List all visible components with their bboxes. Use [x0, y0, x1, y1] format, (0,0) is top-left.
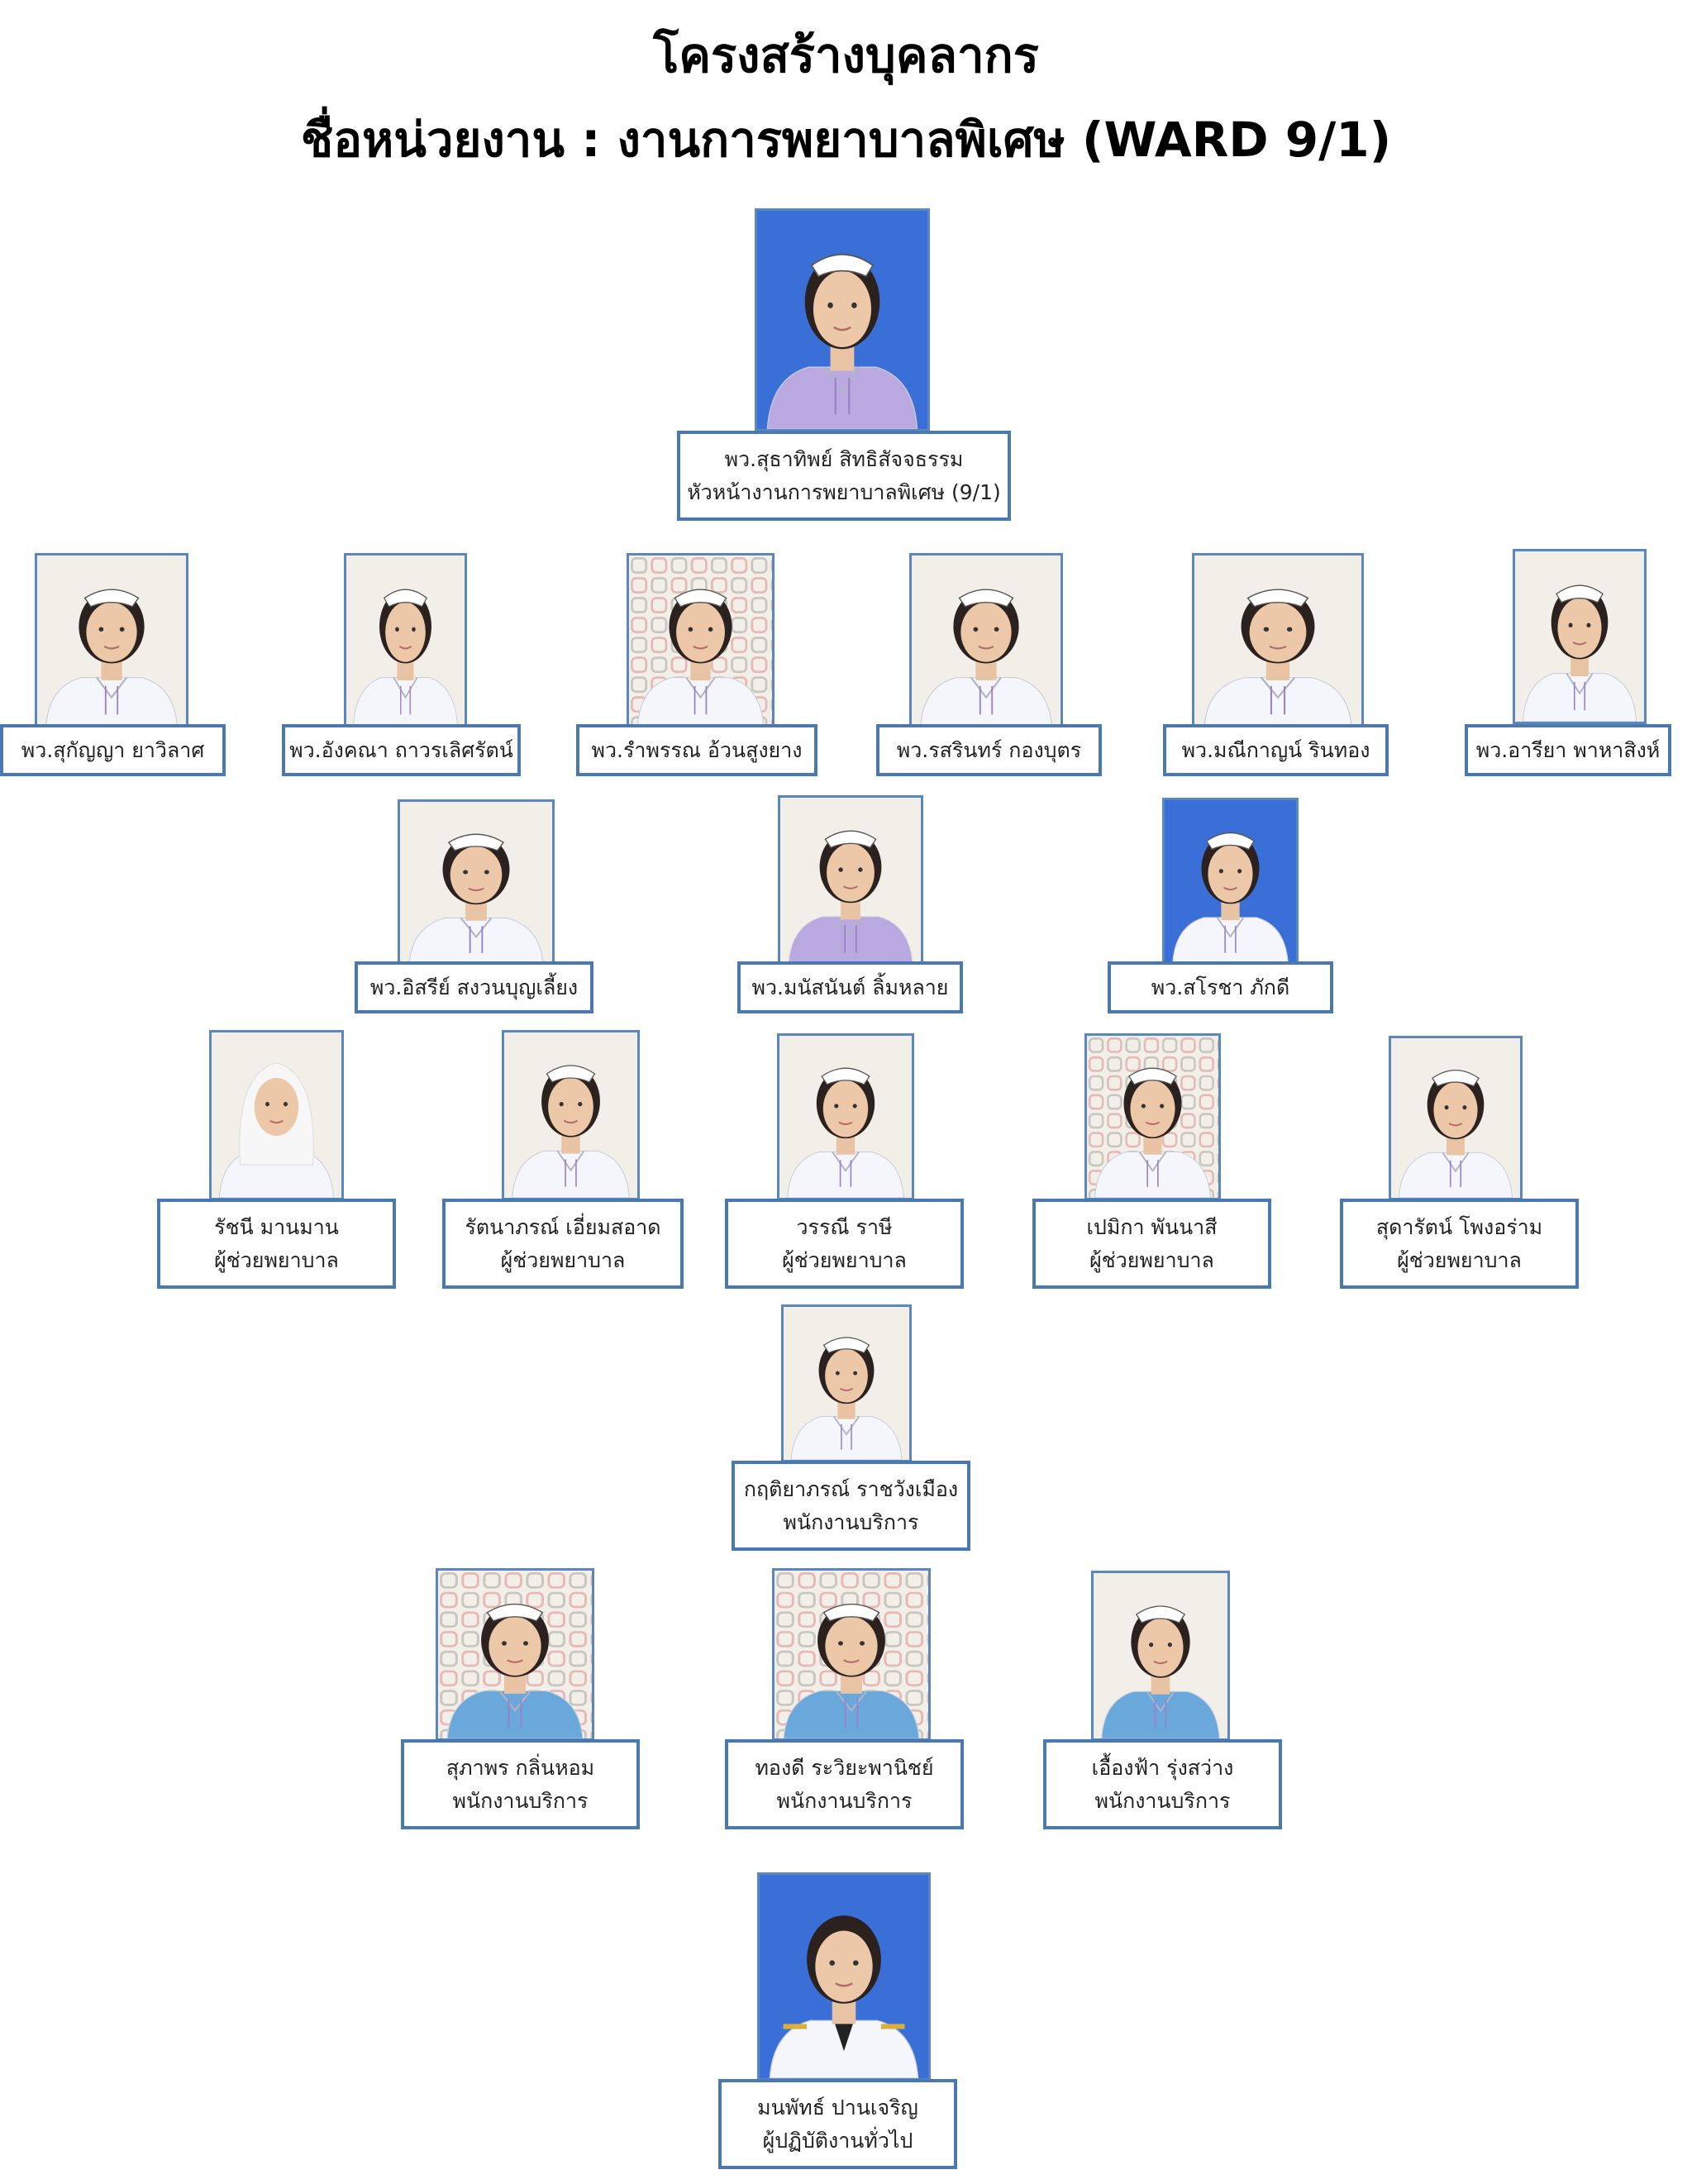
card-na1: รัชนี มานมาน ผู้ช่วยพยาบาล	[157, 1199, 396, 1289]
person-name: พว.รสรินทร์ กองบุตร	[896, 737, 1082, 762]
person-name: พว.อารียา พาหาสิงห์	[1475, 737, 1661, 762]
person-name: รัชนี มานมาน	[214, 1214, 339, 1239]
person-name: พว.อิสรีย์ สงวนบุญเลี้ยง	[369, 975, 579, 999]
photo-rn3	[627, 553, 775, 728]
person-name: สุดารัตน์ โพงอร่าม	[1375, 1214, 1543, 1239]
photo-na5	[1389, 1036, 1523, 1200]
photo-rn6	[1513, 549, 1647, 724]
page-title: โครงสร้างบุคลากร	[653, 27, 1039, 83]
card-na3: วรรณี ราษี ผู้ช่วยพยาบาล	[725, 1199, 964, 1289]
portrait-graphic	[504, 1032, 637, 1198]
person-name: พว.สโรชา ภักดี	[1151, 975, 1290, 999]
card-rn8: พว.มนัสนันต์ ลิ้มหลาย	[737, 961, 963, 1013]
photo-na3	[777, 1033, 914, 1200]
portrait-graphic	[37, 556, 186, 726]
card-sw2: สุภาพร กลิ่นหอม พนักงานบริการ	[401, 1739, 640, 1829]
person-name: พว.สุกัญญา ยาวิลาศ	[21, 737, 205, 762]
card-na2: รัตนาภรณ์ เอี่ยมสอาด ผู้ช่วยพยาบาล	[442, 1199, 684, 1289]
photo-rn9	[1162, 798, 1299, 966]
person-role: พนักงานบริการ	[783, 1509, 919, 1534]
photo-sw2	[436, 1568, 594, 1741]
portrait-graphic	[1165, 800, 1296, 964]
portrait-graphic	[212, 1032, 341, 1198]
unit-name-heading: ชื่อหน่วยงาน : งานการพยาบาลพิเศษ (WARD 9…	[300, 112, 1392, 168]
person-name: มนพัทธ์ ปานเจริญ	[757, 2095, 918, 2120]
card-rn7: พว.อิสรีย์ สงวนบุญเลี้ยง	[355, 961, 593, 1013]
photo-sw1	[781, 1304, 912, 1462]
person-name: พว.มนัสนันต์ ลิ้มหลาย	[751, 975, 949, 999]
person-name: กฤติยาภรณ์ ราชวังเมือง	[743, 1476, 959, 1501]
photo-na4	[1084, 1033, 1221, 1200]
person-role: ผู้ช่วยพยาบาล	[1089, 1247, 1214, 1272]
photo-na2	[502, 1030, 640, 1200]
person-name: สุภาพร กลิ่นหอม	[446, 1755, 595, 1780]
person-name: เปมิกา พันนาสี	[1086, 1214, 1218, 1239]
portrait-graphic	[784, 1307, 909, 1460]
photo-rn2	[344, 553, 467, 728]
portrait-graphic	[912, 556, 1060, 726]
photo-rn7	[398, 799, 555, 966]
portrait-graphic	[438, 1571, 592, 1738]
portrait-graphic	[780, 798, 921, 964]
photo-gen1	[757, 1872, 931, 2081]
portrait-graphic	[1087, 1036, 1218, 1198]
card-rn1: พว.สุกัญญา ยาวิลาศ	[0, 724, 226, 776]
photo-rn8	[778, 795, 923, 966]
portrait-graphic	[1094, 1573, 1227, 1738]
card-rn4: พว.รสรินทร์ กองบุตร	[876, 724, 1102, 776]
card-na4: เปมิกา พันนาสี ผู้ช่วยพยาบาล	[1032, 1199, 1271, 1289]
photo-sw4	[1091, 1571, 1230, 1741]
photo-rn5	[1192, 553, 1364, 728]
person-role: พนักงานบริการ	[452, 1788, 589, 1813]
person-name: รัตนาภรณ์ เอี่ยมสอาด	[465, 1214, 661, 1239]
portrait-graphic	[1515, 551, 1644, 722]
card-na5: สุดารัตน์ โพงอร่าม ผู้ช่วยพยาบาล	[1340, 1199, 1579, 1289]
person-name: เอื้องฟ้า รุ่งสว่าง	[1091, 1755, 1234, 1780]
photo-na1	[209, 1030, 344, 1200]
person-name: วรรณี ราษี	[796, 1214, 893, 1239]
person-role: ผู้ปฏิบัติงานทั่วไป	[762, 2128, 913, 2153]
portrait-graphic	[779, 1036, 912, 1198]
person-name: พว.รำพรรณ อ้วนสูงยาง	[591, 737, 803, 762]
person-name: พว.อังคณา ถาวรเลิศรัตน์	[289, 737, 513, 762]
card-rn3: พว.รำพรรณ อ้วนสูงยาง	[576, 724, 817, 776]
person-role: พนักงานบริการ	[1094, 1788, 1231, 1813]
person-name: พว.สุธาทิพย์ สิทธิสัจจธรรม	[724, 446, 964, 471]
card-rn5: พว.มณีกาญน์ รินทอง	[1163, 724, 1389, 776]
photo-rn1	[35, 553, 188, 728]
portrait-graphic	[1194, 556, 1361, 726]
card-head: พว.สุธาทิพย์ สิทธิสัจจธรรม หัวหน้างานการ…	[677, 431, 1011, 521]
portrait-graphic	[400, 802, 552, 964]
portrait-graphic	[1391, 1038, 1520, 1198]
card-sw4: เอื้องฟ้า รุ่งสว่าง พนักงานบริการ	[1043, 1739, 1282, 1829]
photo-sw3	[772, 1568, 931, 1741]
person-name: ทองดี ระวิยะพานิชย์	[755, 1755, 934, 1780]
person-role: ผู้ช่วยพยาบาล	[214, 1247, 339, 1272]
portrait-graphic	[775, 1571, 928, 1738]
card-sw1: กฤติยาภรณ์ ราชวังเมือง พนักงานบริการ	[732, 1461, 970, 1551]
person-role: ผู้ช่วยพยาบาล	[1397, 1247, 1522, 1272]
card-rn9: พว.สโรชา ภักดี	[1108, 961, 1333, 1013]
person-role: ผู้ช่วยพยาบาล	[500, 1247, 626, 1272]
card-gen1: มนพัทธ์ ปานเจริญ ผู้ปฏิบัติงานทั่วไป	[718, 2079, 957, 2169]
person-role: พนักงานบริการ	[776, 1788, 913, 1813]
person-name: พว.มณีกาญน์ รินทอง	[1181, 737, 1370, 762]
card-sw3: ทองดี ระวิยะพานิชย์ พนักงานบริการ	[725, 1739, 964, 1829]
person-role: หัวหน้างานการพยาบาลพิเศษ (9/1)	[687, 479, 1001, 504]
person-role: ผู้ช่วยพยาบาล	[782, 1247, 907, 1272]
photo-rn4	[909, 553, 1063, 728]
portrait-graphic	[629, 556, 772, 726]
photo-head	[755, 208, 930, 432]
card-rn2: พว.อังคณา ถาวรเลิศรัตน์	[282, 724, 521, 776]
portrait-graphic	[760, 1875, 928, 2078]
card-rn6: พว.อารียา พาหาสิงห์	[1465, 724, 1671, 776]
portrait-graphic	[346, 556, 465, 726]
portrait-graphic	[757, 211, 927, 429]
